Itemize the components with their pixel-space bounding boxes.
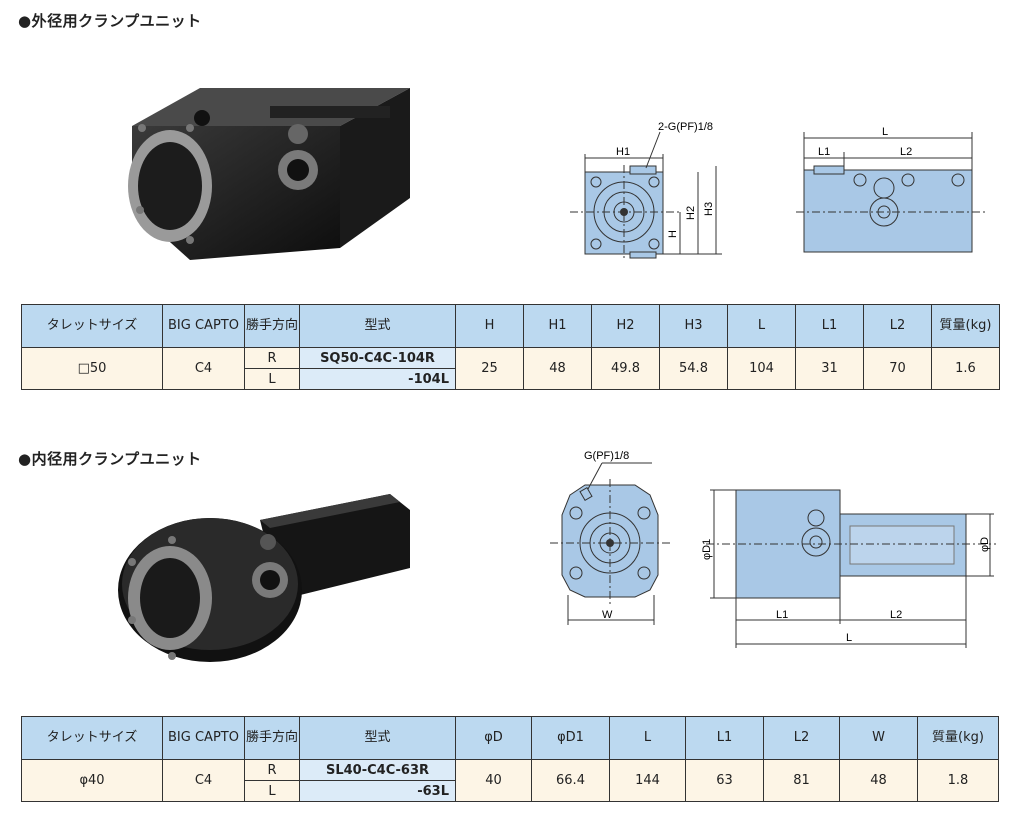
port-label-2: G(PF)1/8 — [584, 450, 629, 462]
dim-h: H — [667, 230, 679, 238]
id-clamp-unit-photo — [118, 494, 410, 662]
header-l2: L2 — [763, 716, 840, 760]
header-model: 型式 — [299, 304, 456, 348]
header-d: φD — [455, 716, 532, 760]
header-h3: H3 — [659, 304, 728, 348]
header-l2: L2 — [863, 304, 932, 348]
cell-capto: C4 — [162, 759, 245, 802]
cell-mass: 1.6 — [931, 347, 1000, 390]
cell-dir-r: R — [244, 759, 300, 781]
cell-l: 104 — [727, 347, 796, 390]
cell-model-l: -104L — [299, 368, 456, 390]
header-turret: タレットサイズ — [21, 716, 163, 760]
cell-dir-r: R — [244, 347, 300, 369]
cell-dir-l: L — [244, 780, 300, 802]
header-direction: 勝手方向 — [244, 716, 300, 760]
header-h2: H2 — [591, 304, 660, 348]
od-clamp-side-view: L L1 L2 — [796, 126, 986, 253]
header-mass: 質量(kg) — [931, 304, 1000, 348]
cell-mass: 1.8 — [917, 759, 999, 802]
dim-l1-2: L1 — [776, 609, 788, 621]
header-mass: 質量(kg) — [917, 716, 999, 760]
dim-h3: H3 — [703, 202, 715, 216]
header-d1: φD1 — [531, 716, 610, 760]
cell-w: 48 — [839, 759, 918, 802]
header-l: L — [609, 716, 686, 760]
cell-l2: 70 — [863, 347, 932, 390]
header-capto: BIG CAPTO — [162, 304, 245, 348]
cell-turret: □50 — [21, 347, 163, 390]
header-l1: L1 — [795, 304, 864, 348]
header-h: H — [455, 304, 524, 348]
cell-h: 25 — [455, 347, 524, 390]
cell-h1: 48 — [523, 347, 592, 390]
cell-model-r: SL40-C4C-63R — [299, 759, 456, 781]
dim-d1: φD1 — [701, 539, 713, 560]
header-direction: 勝手方向 — [244, 304, 300, 348]
header-w: W — [839, 716, 918, 760]
dim-h1: H1 — [616, 146, 630, 158]
dim-l2-2: L2 — [890, 609, 902, 621]
dim-h2: H2 — [685, 206, 697, 220]
dim-d: φD — [979, 537, 991, 552]
od-clamp-spec-table: タレットサイズ BIG CAPTO 勝手方向 型式 H H1 H2 H3 L L… — [21, 304, 1000, 390]
header-turret: タレットサイズ — [21, 304, 163, 348]
dim-l-1: L — [882, 126, 888, 138]
cell-capto: C4 — [162, 347, 245, 390]
cell-turret: φ40 — [21, 759, 163, 802]
cell-h3: 54.8 — [659, 347, 728, 390]
cell-l: 144 — [609, 759, 686, 802]
cell-model-l: -63L — [299, 780, 456, 802]
cell-h2: 49.8 — [591, 347, 660, 390]
id-clamp-front-view: G(PF)1/8 W — [550, 450, 670, 625]
section2-title: ●内径用クランプユニット — [18, 450, 202, 468]
header-l: L — [727, 304, 796, 348]
cell-d: 40 — [455, 759, 532, 802]
cell-l1: 63 — [685, 759, 764, 802]
header-capto: BIG CAPTO — [162, 716, 245, 760]
cell-l1: 31 — [795, 347, 864, 390]
dim-l2-1: L2 — [900, 146, 912, 158]
od-clamp-unit-photo — [128, 88, 410, 260]
cell-l2: 81 — [763, 759, 840, 802]
dim-l-2: L — [846, 632, 852, 644]
id-clamp-side-view: φD1 φD L1 L2 L — [701, 489, 996, 648]
dim-l1-1: L1 — [818, 146, 830, 158]
id-clamp-spec-table: タレットサイズ BIG CAPTO 勝手方向 型式 φD φD1 L L1 L2… — [21, 716, 999, 802]
cell-model-r: SQ50-C4C-104R — [299, 347, 456, 369]
section1-title: ●外径用クランプユニット — [18, 12, 202, 30]
dim-w: W — [602, 609, 613, 621]
port-label-1: 2-G(PF)1/8 — [658, 121, 713, 133]
header-l1: L1 — [685, 716, 764, 760]
header-model: 型式 — [299, 716, 456, 760]
cell-d1: 66.4 — [531, 759, 610, 802]
header-h1: H1 — [523, 304, 592, 348]
od-clamp-front-view: H1 2-G(PF)1/8 H H2 H3 — [570, 121, 722, 260]
cell-dir-l: L — [244, 368, 300, 390]
